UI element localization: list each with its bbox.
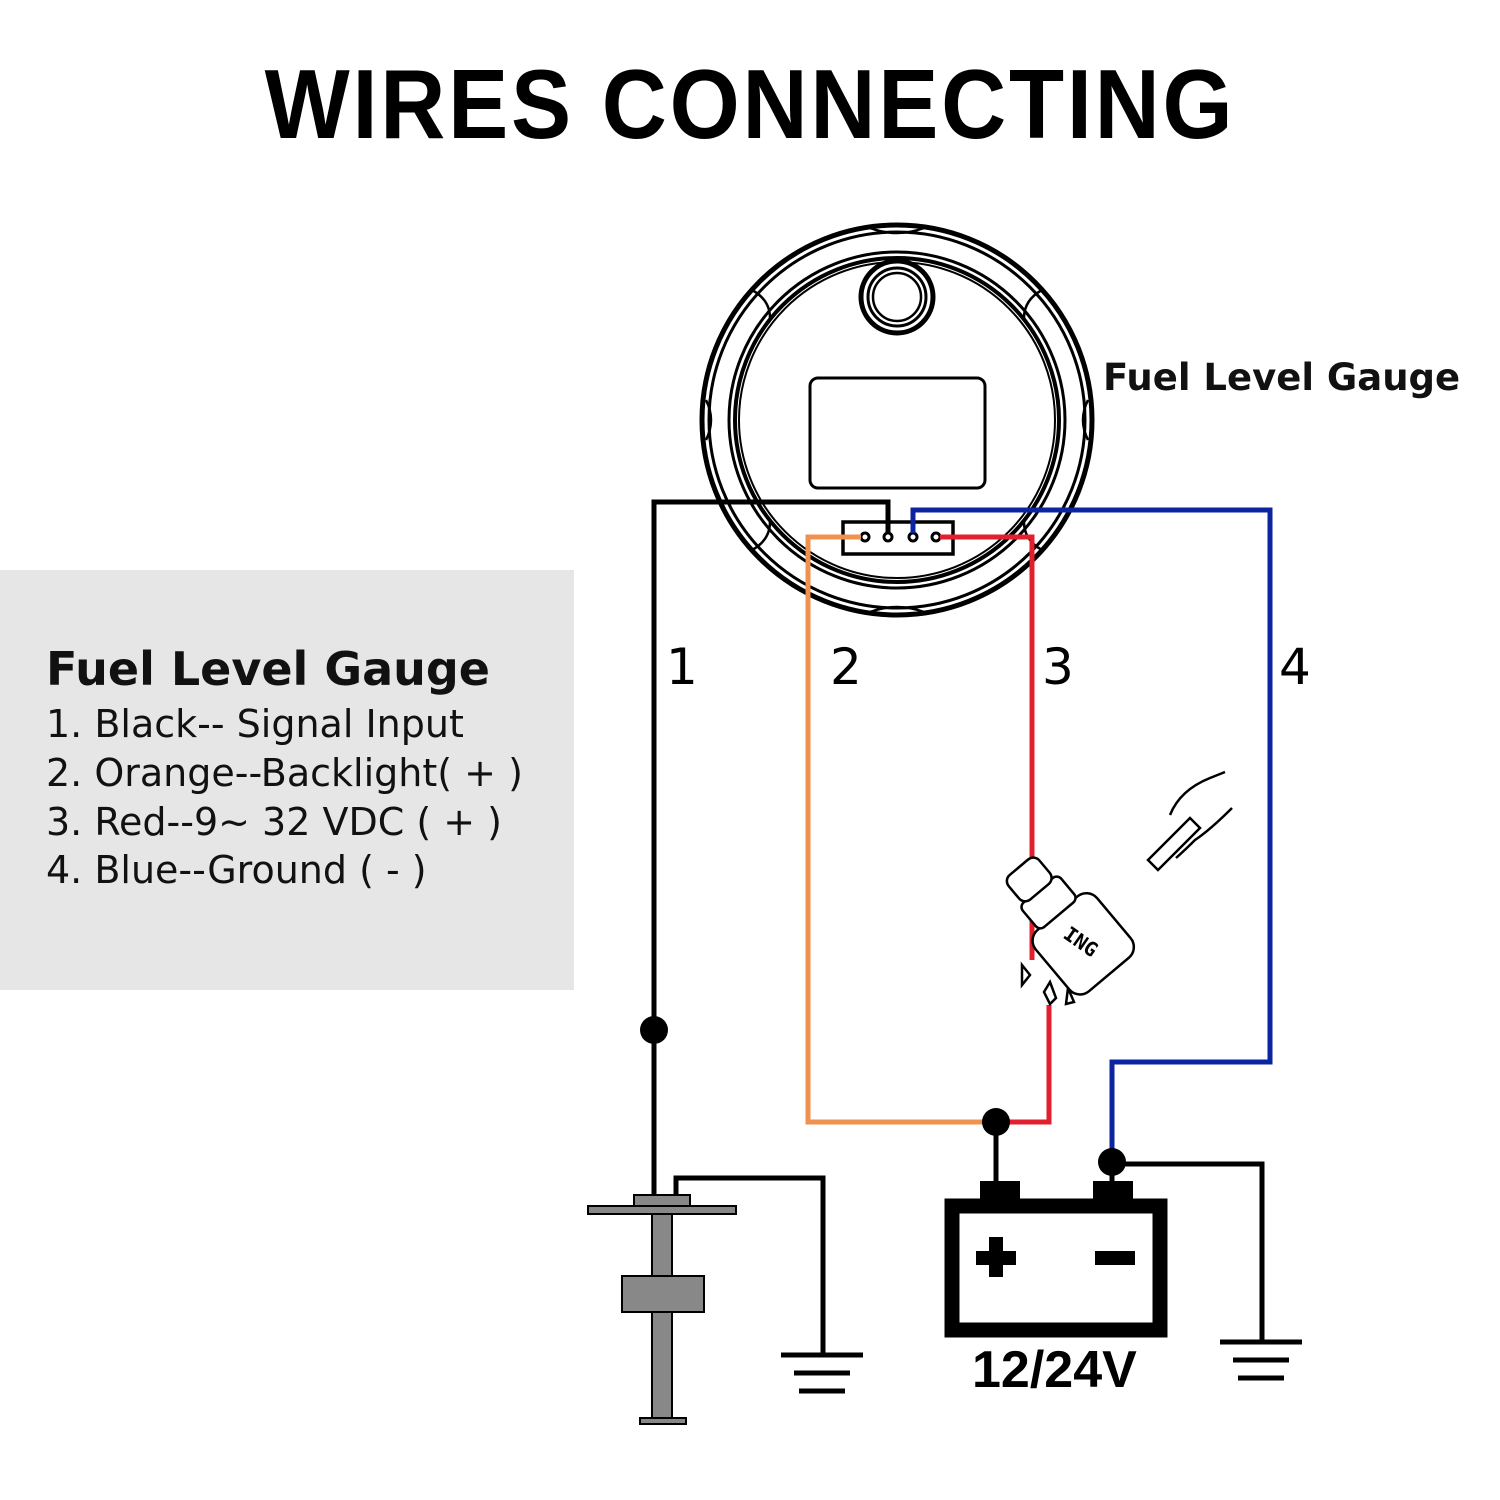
legend-item-red: 3. Red--9~ 32 VDC ( + ) <box>46 800 502 844</box>
sender-ground-wire <box>673 1175 826 1355</box>
ignition-switch-icon <box>1005 770 1233 1007</box>
legend-item-orange: 2. Orange--Backlight( + ) <box>46 751 523 795</box>
wire-number-3: 3 <box>1042 638 1074 696</box>
battery-voltage-label: 12/24V <box>972 1341 1137 1399</box>
legend-title: Fuel Level Gauge <box>46 642 491 696</box>
battery-icon <box>944 1108 1168 1338</box>
ground-symbol-icon <box>781 1352 863 1394</box>
wire-number-1: 1 <box>666 638 698 696</box>
orange-backlight-wire <box>805 534 996 1125</box>
legend-item-black: 1. Black-- Signal Input <box>46 702 464 746</box>
gauge-label: Fuel Level Gauge <box>1103 356 1461 399</box>
battery-ground-wire <box>1112 1161 1265 1342</box>
minus-icon <box>1095 1251 1135 1265</box>
ground-symbol-icon <box>1220 1339 1302 1381</box>
page-title: WIRES CONNECTING <box>264 49 1236 159</box>
black-signal-wire <box>651 499 891 1195</box>
wire-number-4: 4 <box>1279 638 1311 696</box>
fuel-gauge-icon <box>699 222 1095 618</box>
red-power-wire <box>940 534 1035 960</box>
blue-ground-wire <box>910 507 1273 1160</box>
legend-item-blue: 4. Blue--Ground ( - ) <box>46 848 427 892</box>
wire-number-2: 2 <box>830 638 862 696</box>
red-power-wire-lower <box>996 1005 1052 1125</box>
fuel-sender-icon <box>587 1194 737 1425</box>
junction-dot <box>640 1016 668 1044</box>
legend-panel <box>0 570 574 990</box>
